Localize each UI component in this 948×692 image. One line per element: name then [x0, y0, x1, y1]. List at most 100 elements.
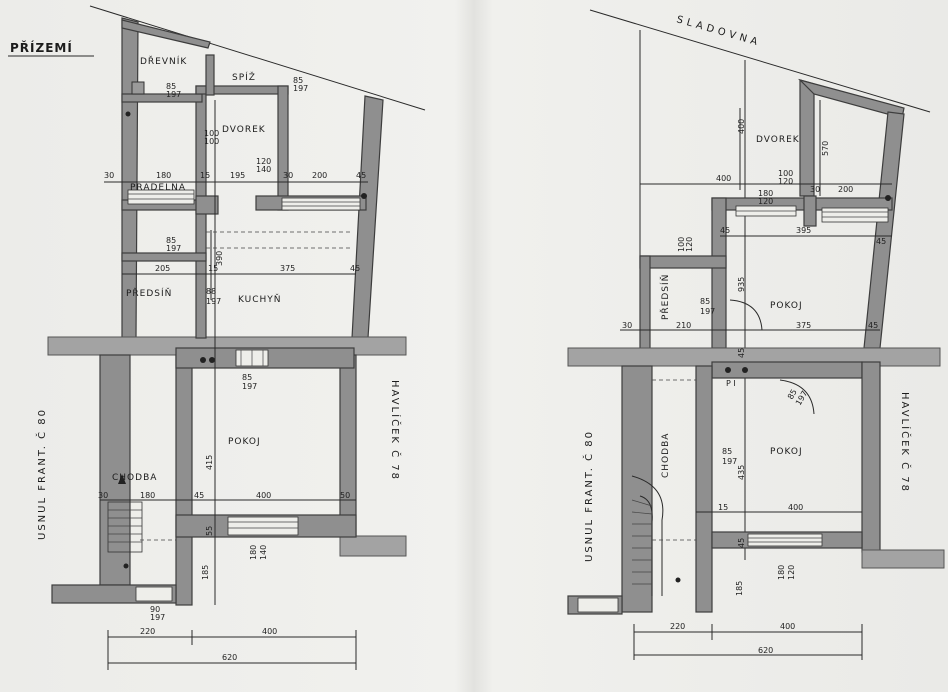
right-west-wall-lower [621, 365, 653, 613]
dim-label: 15 [200, 171, 210, 180]
dim-label: 100 [204, 137, 219, 146]
dim-label: 120 [758, 197, 773, 206]
room-label-dvorek-right: DVOREK [756, 135, 800, 145]
dim-label: 180 [758, 189, 773, 198]
dim-label: 180 [249, 545, 258, 560]
dim-label: 197 [722, 457, 737, 466]
room-label-predsin-left: PŘEDSÍŇ [126, 287, 172, 299]
room-label-pi: P I [726, 379, 736, 388]
dim-label: 45 [350, 264, 360, 273]
dim-label: 45 [737, 538, 746, 548]
right-door-swing-1 [729, 299, 763, 331]
dim-label: 55 [205, 526, 214, 536]
dim-label: 100 [204, 129, 219, 138]
dim-label: 197 [166, 244, 181, 253]
dim-label: 375 [796, 321, 811, 330]
dim-label: 210 [676, 321, 691, 330]
dim-label: 50 [340, 491, 350, 500]
dim-label: 205 [155, 264, 170, 273]
left-party-wall-band-lower [339, 535, 407, 557]
dim-label: 100 [778, 169, 793, 178]
room-label-spiz: SPÍŽ [232, 71, 256, 83]
dim-label: 395 [796, 226, 811, 235]
left-north-wall [121, 19, 211, 49]
right-east-wall-lower [861, 361, 881, 553]
right-door-swing-2 [779, 379, 815, 415]
right-chimney [803, 195, 817, 227]
dim-label: 180 [777, 565, 786, 580]
dim-label: 140 [259, 545, 268, 560]
neighbour-label-left-b: USNUL FRANT. Č 80 [582, 430, 595, 562]
dim-label: 85 [700, 297, 710, 306]
left-east-wall-upper [351, 95, 384, 339]
dim-label: 30 [283, 171, 293, 180]
dim-label: 415 [205, 455, 214, 470]
dim-label: 85 [242, 373, 252, 382]
dim-label: 100 [677, 237, 686, 252]
dim-label: 620 [222, 653, 237, 662]
left-windows [127, 189, 361, 602]
dim-label: 435 [737, 465, 746, 480]
dim-label: 200 [838, 185, 853, 194]
left-west-wall-lower [99, 354, 131, 586]
dim-label: 88 [206, 287, 216, 296]
room-label-kuchyn: KUCHYŇ [238, 294, 282, 305]
dim-label: 185 [735, 581, 744, 596]
dim-label: 400 [780, 622, 795, 631]
dim-label: 935 [737, 277, 746, 292]
dim-label: 30 [98, 491, 108, 500]
room-label-drevnik: DŘEVNÍK [140, 55, 187, 67]
room-label-chodba-right: CHODBA [661, 433, 671, 478]
dim-label: 85 [166, 82, 176, 91]
floor-title: PŘÍZEMÍ [10, 40, 73, 55]
dim-label: 620 [758, 646, 773, 655]
room-label-pradelna: PRADELNA [130, 183, 186, 193]
dim-label: 390 [215, 251, 224, 266]
room-label-pokoj-upper: POKOJ [770, 301, 803, 311]
dim-label: 180 [156, 171, 171, 180]
dim-label: 197 [242, 382, 257, 391]
right-pokoj-north-wall [711, 361, 863, 379]
dim-label: 85 [786, 388, 799, 401]
dim-label: 30 [810, 185, 820, 194]
dim-label: 220 [670, 622, 685, 631]
neighbour-label-right-a: HAVLÍČEK Č 78 [389, 380, 402, 481]
left-predsin-wall [121, 252, 207, 262]
right-spiral-staircase [631, 475, 681, 596]
dim-label: 85 [722, 447, 732, 456]
right-dimension-lines [620, 100, 892, 660]
dim-label: 197 [293, 84, 308, 93]
dim-label: 400 [716, 174, 731, 183]
left-corridor-stairs [107, 474, 143, 569]
dim-label: 197 [206, 297, 221, 306]
dim-label: 400 [256, 491, 271, 500]
left-floor-plan [47, 5, 426, 670]
dim-label: 45 [868, 321, 878, 330]
right-windows [577, 205, 889, 613]
dim-label: 45 [737, 348, 746, 358]
left-chimney [195, 195, 219, 215]
street-label: SLADOVNA [675, 14, 762, 49]
right-inner-wall-vertical [711, 197, 727, 349]
dim-label: 197 [166, 90, 181, 99]
neighbour-label-right-b: HAVLÍČEK Č 78 [899, 392, 912, 493]
room-label-dvorek-left: DVOREK [222, 125, 266, 135]
dim-label: 200 [312, 171, 327, 180]
dim-label: 45 [356, 171, 366, 180]
room-label-pokoj-lower: POKOJ [770, 447, 803, 457]
dim-label: 90 [150, 605, 160, 614]
left-dimension-lines [100, 100, 368, 670]
dim-label: 195 [230, 171, 245, 180]
right-middle-wall-lower [695, 365, 713, 613]
right-party-wall-band-lower [861, 549, 945, 569]
right-east-wall-upper [863, 111, 905, 349]
dim-label: 120 [778, 177, 793, 186]
room-label-chodba-left: CHODBA [112, 473, 157, 483]
dim-label: 15 [208, 264, 218, 273]
dim-label: 45 [194, 491, 204, 500]
left-east-wall-lower [339, 354, 357, 536]
left-dvorek-east-wall [277, 85, 289, 211]
dim-label: 197 [150, 613, 165, 622]
